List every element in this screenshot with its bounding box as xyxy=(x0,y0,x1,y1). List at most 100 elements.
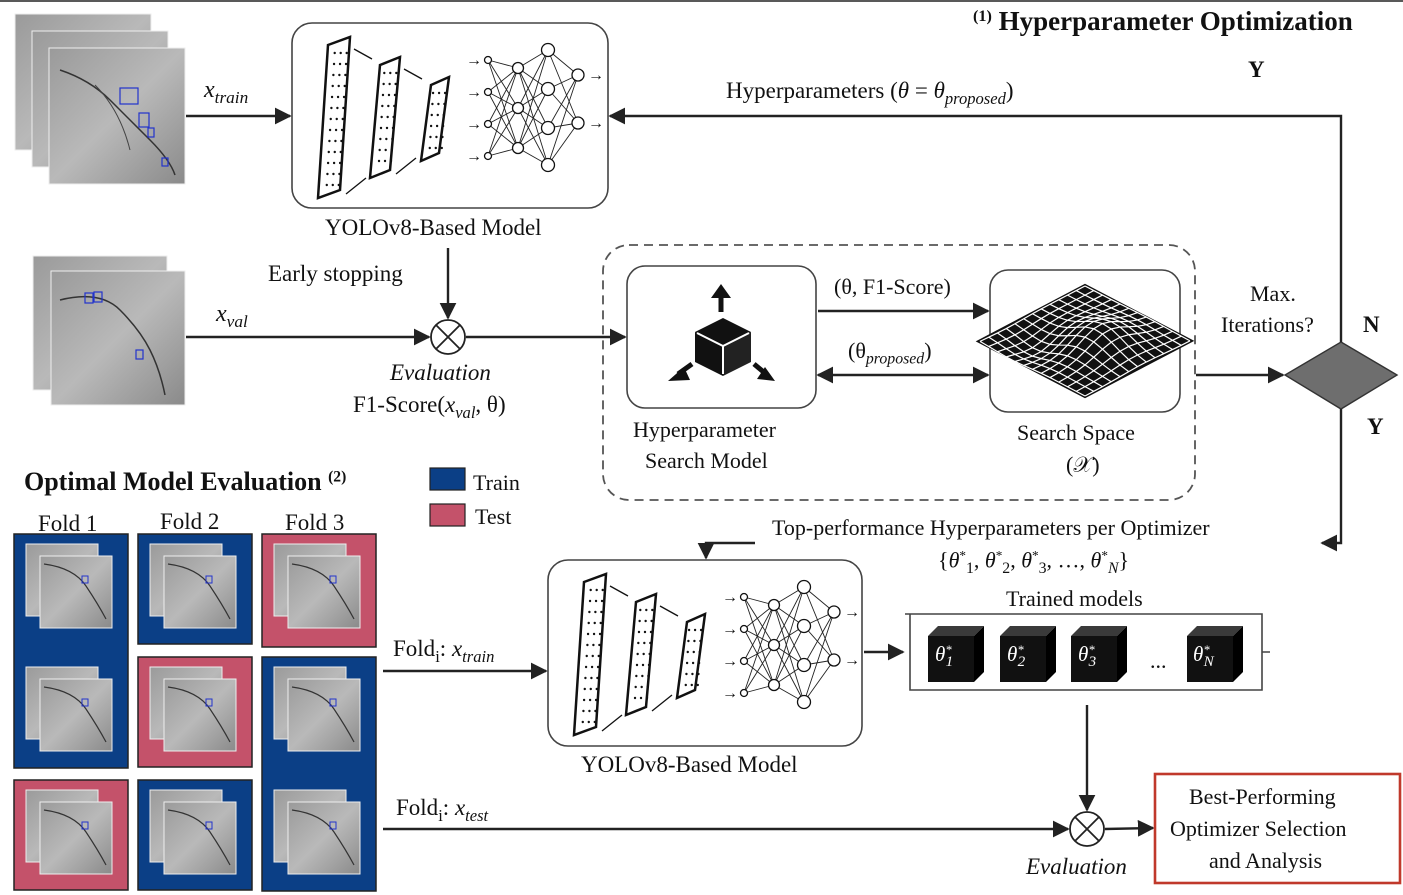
conv-dot xyxy=(338,62,342,66)
fold-3-label: Fold 3 xyxy=(285,510,345,535)
surface-gridline xyxy=(988,336,1095,392)
conv-dot xyxy=(441,124,445,128)
model-cube-side xyxy=(974,626,984,682)
fold-bbox xyxy=(329,821,337,830)
conv-dot xyxy=(594,599,598,603)
conv-dot xyxy=(335,117,338,121)
net-edge xyxy=(487,67,519,93)
model-cube-side xyxy=(1117,626,1127,682)
model-cube-front xyxy=(928,636,974,682)
model-cube-front xyxy=(1187,636,1233,682)
net-output-arrow: → xyxy=(588,67,604,84)
conv-dot xyxy=(588,698,592,702)
conv-dot xyxy=(391,126,395,130)
net-edge xyxy=(773,604,805,703)
legend-train-swatch xyxy=(429,467,466,491)
net-edge xyxy=(743,604,775,630)
conv-dot xyxy=(599,621,602,625)
conv-dot xyxy=(596,676,599,680)
conv-dot xyxy=(640,685,643,689)
fold-vessel xyxy=(167,809,231,866)
conv-dot xyxy=(393,93,397,97)
fold-train-input-label: Foldi: xtrain xyxy=(393,636,495,666)
conv-dot xyxy=(385,137,388,141)
conv-dot xyxy=(340,139,343,143)
net-edge xyxy=(517,67,549,166)
net-edge xyxy=(547,88,579,124)
conv-dot xyxy=(336,95,340,99)
conv-dot xyxy=(586,632,590,636)
net-node xyxy=(739,688,749,698)
conv-dot xyxy=(651,608,654,612)
net-node xyxy=(483,87,493,97)
stage1-title-text: Hyperparameter Optimization xyxy=(998,6,1353,36)
conv-dot xyxy=(646,685,649,689)
conv-dot xyxy=(442,113,445,117)
net-node xyxy=(739,592,749,602)
conv-dot xyxy=(584,665,588,669)
conv-dot xyxy=(693,628,697,632)
conv-dot xyxy=(633,696,637,700)
fold-xray-front xyxy=(39,555,113,629)
trained-models-ellipsis: ... xyxy=(1150,648,1167,673)
conv-dot xyxy=(328,128,332,132)
net-node xyxy=(796,657,812,673)
net-edge xyxy=(547,74,579,166)
stage2-number: (2) xyxy=(328,468,347,486)
net-edge xyxy=(773,625,805,686)
model-theta-1: θ*1 xyxy=(935,642,954,671)
conv-dot xyxy=(647,663,651,667)
fold-bbox xyxy=(81,575,89,584)
conv-dot xyxy=(440,146,443,150)
conv-dot xyxy=(389,159,393,163)
conv-dot xyxy=(696,683,699,687)
conv-dot xyxy=(382,82,385,86)
net-edge xyxy=(803,611,835,666)
conv-dot xyxy=(332,62,336,66)
model-cube-side xyxy=(1046,626,1056,682)
net-edge xyxy=(487,59,519,149)
conv-dot xyxy=(699,639,702,643)
net-edge xyxy=(743,660,775,686)
conv-dot xyxy=(643,641,646,645)
fold-vessel xyxy=(43,686,107,743)
conv-dot xyxy=(331,183,334,187)
net-input-arrow: → xyxy=(722,589,738,606)
conv-dot xyxy=(687,639,690,643)
conv-dot xyxy=(429,135,432,139)
conv-dot xyxy=(588,709,591,713)
conv-dot xyxy=(595,588,598,592)
net-edge xyxy=(743,604,775,694)
net-output-arrow: → xyxy=(844,652,860,669)
conv-dot xyxy=(379,137,382,141)
surface-gridline xyxy=(979,340,1086,397)
net-edge xyxy=(487,67,519,125)
conv-dot xyxy=(345,51,348,55)
conv-dot xyxy=(334,128,338,132)
conv-dot xyxy=(581,720,584,724)
conv-dot xyxy=(649,630,653,634)
conv-dot xyxy=(686,650,689,654)
conv-dot xyxy=(590,665,594,669)
conv-dot xyxy=(594,610,597,614)
fold-xray-front xyxy=(163,555,237,629)
fold-vessel xyxy=(291,563,355,620)
conv-dot xyxy=(386,115,389,119)
conv-dot xyxy=(381,93,385,97)
result-line2: Optimizer Selection xyxy=(1170,816,1347,841)
conv-dot xyxy=(326,172,329,176)
fold-xray-front xyxy=(39,801,113,875)
conv-dot xyxy=(637,641,640,645)
train-image-stack xyxy=(14,13,186,185)
conv-dot xyxy=(582,698,586,702)
fold-bbox xyxy=(205,575,213,584)
conv-dot xyxy=(589,588,592,592)
conv-dot xyxy=(333,150,336,154)
search-model-line2: Search Model xyxy=(645,448,768,473)
fold-vessel xyxy=(291,686,355,743)
conv-dot xyxy=(594,698,598,702)
net-node xyxy=(511,61,525,75)
conv-dot xyxy=(437,91,441,95)
network-icon-bottom: →→→→→→ xyxy=(572,572,860,737)
search-space-line2: (𝒳) xyxy=(1066,452,1100,477)
